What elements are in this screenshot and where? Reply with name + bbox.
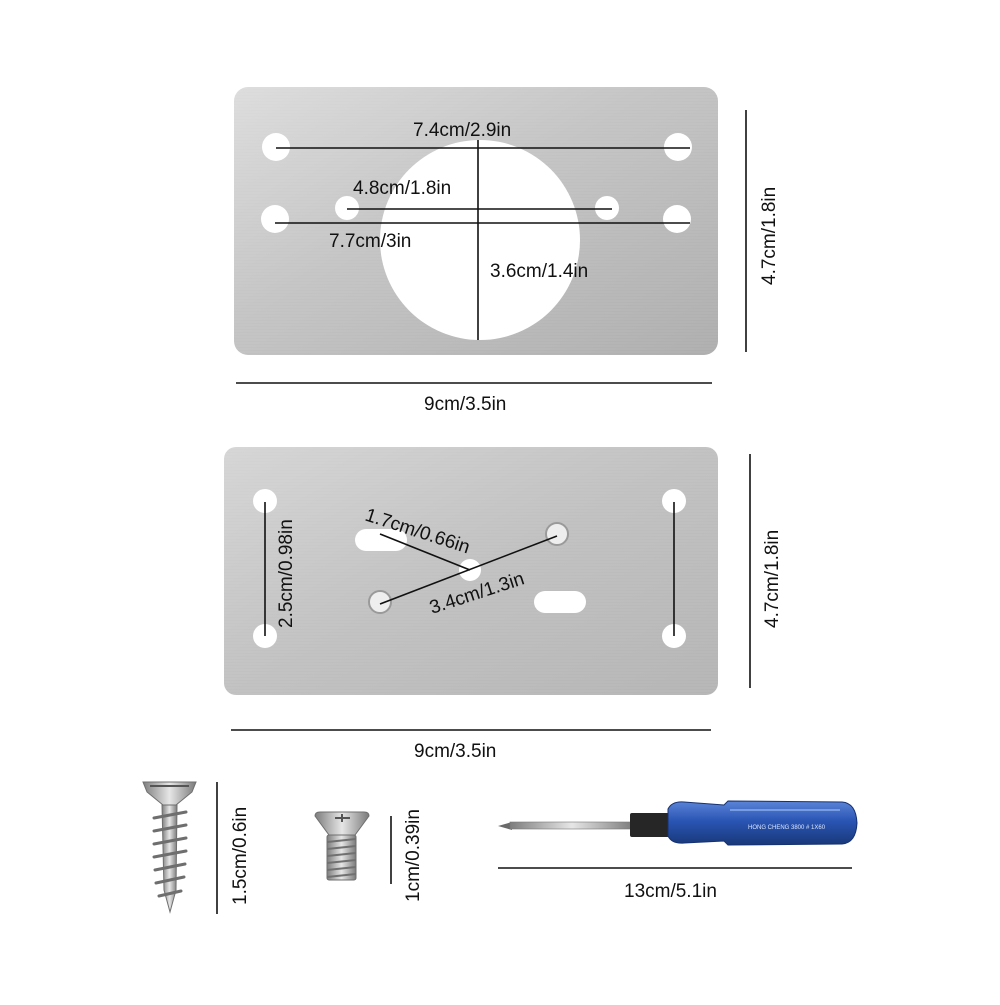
machine-screw-head — [314, 811, 370, 836]
bottom-plate-countersink — [545, 522, 569, 546]
bottom-left-vertical-label: 2.5cm/0.98in — [276, 519, 297, 628]
bottom-plate-countersink — [368, 590, 392, 614]
top-plate-hole — [261, 205, 289, 233]
top-plate-hole — [595, 196, 619, 220]
top-hinge-plate: 7.4cm/2.9in 4.8cm/1.8in 7.7cm/3in 3.6cm/… — [234, 87, 718, 355]
top-bottom-span-label: 7.7cm/3in — [329, 231, 411, 252]
screwdriver-ferrule — [630, 813, 672, 837]
screwdriver: HONG CHENG 3800 # 1X60 — [498, 800, 858, 846]
screwdriver-length-label: 13cm/5.1in — [624, 881, 717, 902]
screwdriver-shaft — [509, 821, 635, 830]
top-plate-hole — [663, 205, 691, 233]
top-height-label: 4.7cm/1.8in — [759, 187, 780, 285]
bottom-hinge-plate: 2.5cm/0.98in 1.7cm/0.66in 3.4cm/1.3in — [224, 447, 718, 695]
machine-screw-threads — [326, 838, 357, 878]
machine-screw-phillips-slot — [335, 814, 350, 822]
screwdriver-handle — [667, 800, 858, 846]
wood-screw-threads — [152, 810, 188, 898]
top-plate-hole — [335, 196, 359, 220]
bottom-short-diagonal-line — [379, 533, 471, 571]
top-circle-radius-label: 3.6cm/1.4in — [490, 261, 588, 282]
machine-screw-length-label: 1cm/0.39in — [403, 809, 424, 902]
machine-screw — [314, 811, 370, 881]
bottom-plate-slot — [355, 529, 407, 551]
top-width-label: 9cm/3.5in — [424, 394, 506, 415]
bottom-plate-hole — [253, 489, 277, 513]
bottom-plate-slot — [534, 591, 586, 613]
top-inner-span-label: 4.8cm/1.8in — [353, 178, 451, 199]
bottom-long-diagonal-line — [379, 535, 558, 605]
screwdriver-print: HONG CHENG 3800 # 1X60 — [748, 825, 826, 831]
top-plate-hole — [664, 133, 692, 161]
wood-screw-length-label: 1.5cm/0.6in — [230, 807, 251, 905]
wood-screw — [142, 781, 197, 914]
screwdriver-tip — [498, 822, 512, 830]
bottom-width-label: 9cm/3.5in — [414, 741, 496, 762]
top-plate-hole — [262, 133, 290, 161]
top-plate-center-cutout — [380, 140, 580, 340]
bottom-height-label: 4.7cm/1.8in — [762, 530, 783, 628]
wood-screw-shank — [161, 804, 178, 914]
top-hole-span-label: 7.4cm/2.9in — [413, 120, 511, 141]
bottom-plate-hole — [662, 489, 686, 513]
